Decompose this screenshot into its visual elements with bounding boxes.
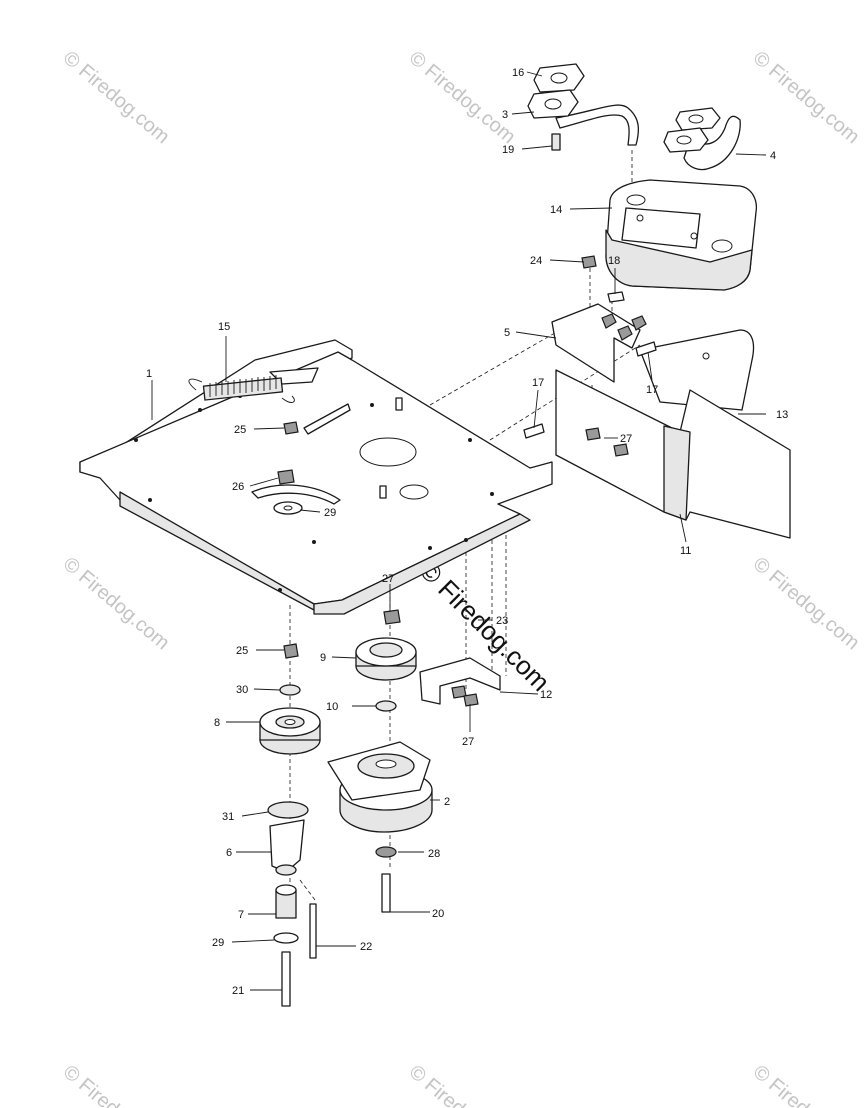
callout-31: 31 bbox=[222, 811, 234, 823]
exhaust-pipe-3 bbox=[555, 104, 640, 146]
watermark-bottom-left: © Firedog.com bbox=[59, 1061, 174, 1108]
bolt-22 bbox=[309, 903, 317, 959]
callout-7: 7 bbox=[238, 909, 244, 921]
bracket-12 bbox=[419, 657, 501, 705]
clutch-2 bbox=[327, 741, 433, 833]
callout-6: 6 bbox=[226, 847, 232, 859]
exhaust-pipe-4 bbox=[683, 115, 741, 171]
callout-24: 24 bbox=[530, 255, 542, 267]
bolt-17a bbox=[523, 423, 545, 439]
callout-25b: 25 bbox=[236, 645, 248, 657]
bolt-21 bbox=[281, 951, 291, 1007]
watermark-mid-left: © Firedog.com bbox=[59, 553, 174, 654]
callout-19: 19 bbox=[502, 144, 514, 156]
callout-27c: 27 bbox=[462, 736, 474, 748]
callout-25a: 25 bbox=[234, 424, 246, 436]
callout-13: 13 bbox=[776, 409, 788, 421]
callout-9: 9 bbox=[320, 652, 326, 664]
callout-5: 5 bbox=[504, 327, 510, 339]
callout-26: 26 bbox=[232, 481, 244, 493]
callout-10: 10 bbox=[326, 701, 338, 713]
bolt-18 bbox=[607, 291, 625, 303]
callout-3: 3 bbox=[502, 109, 508, 121]
callout-21: 21 bbox=[232, 985, 244, 997]
callout-29b: 29 bbox=[212, 937, 224, 949]
bolt-20 bbox=[381, 873, 391, 913]
bracket-5 bbox=[551, 303, 641, 383]
washer-29b bbox=[273, 932, 299, 944]
callout-16: 16 bbox=[512, 67, 524, 79]
spring-15 bbox=[188, 375, 295, 403]
nut-27a bbox=[383, 609, 401, 625]
callout-8: 8 bbox=[214, 717, 220, 729]
bushing-10 bbox=[375, 700, 397, 712]
nut-26 bbox=[277, 469, 295, 485]
deck-plate-1 bbox=[79, 339, 553, 615]
callout-17b: 17 bbox=[646, 384, 658, 396]
spacer-31 bbox=[267, 801, 309, 819]
callout-14: 14 bbox=[550, 204, 562, 216]
callout-20: 20 bbox=[432, 908, 444, 920]
callout-1: 1 bbox=[146, 368, 152, 380]
watermark-mid-right: © Firedog.com bbox=[749, 553, 864, 654]
lower-components bbox=[259, 637, 501, 1007]
callout-2: 2 bbox=[444, 796, 450, 808]
callout-23: 23 bbox=[496, 615, 508, 627]
watermark-top-right: © Firedog.com bbox=[749, 47, 864, 148]
muffler-assembly bbox=[527, 63, 758, 291]
callout-17a: 17 bbox=[532, 377, 544, 389]
watermark-bottom-center: © Firedog.com bbox=[405, 1061, 520, 1108]
bolt-24 bbox=[581, 255, 597, 269]
callout-12: 12 bbox=[540, 689, 552, 701]
callout-15: 15 bbox=[218, 321, 230, 333]
watermark-bottom-right: © Firedog.com bbox=[749, 1061, 864, 1108]
idler-pulley-8 bbox=[259, 707, 321, 755]
callout-22: 22 bbox=[360, 941, 372, 953]
watermark-top-left: © Firedog.com bbox=[59, 47, 174, 148]
washer-28 bbox=[375, 846, 397, 858]
callout-labels: 16 3 19 4 14 24 18 5 17 17 13 27 11 15 1… bbox=[146, 67, 788, 997]
callout-4: 4 bbox=[770, 150, 776, 162]
watermark-top-center: © Firedog.com bbox=[405, 47, 520, 148]
heat-shield-13 bbox=[639, 329, 755, 411]
callout-27b: 27 bbox=[382, 573, 394, 585]
bolt-19 bbox=[551, 133, 561, 151]
callout-18: 18 bbox=[608, 255, 620, 267]
idler-arm-6 bbox=[269, 819, 305, 873]
callout-30: 30 bbox=[236, 684, 248, 696]
heat-shield-assembly bbox=[523, 255, 791, 539]
nut-25b bbox=[283, 643, 299, 659]
bolt-17b bbox=[635, 341, 657, 357]
pulley-9 bbox=[355, 637, 417, 681]
leader-lines bbox=[151, 71, 767, 991]
washer-30 bbox=[279, 684, 301, 696]
callout-27a: 27 bbox=[620, 433, 632, 445]
nut-25a bbox=[283, 421, 299, 435]
plate-hardware bbox=[273, 421, 401, 625]
callout-11: 11 bbox=[680, 545, 691, 557]
callout-29a: 29 bbox=[324, 507, 336, 519]
callout-28: 28 bbox=[428, 848, 440, 860]
